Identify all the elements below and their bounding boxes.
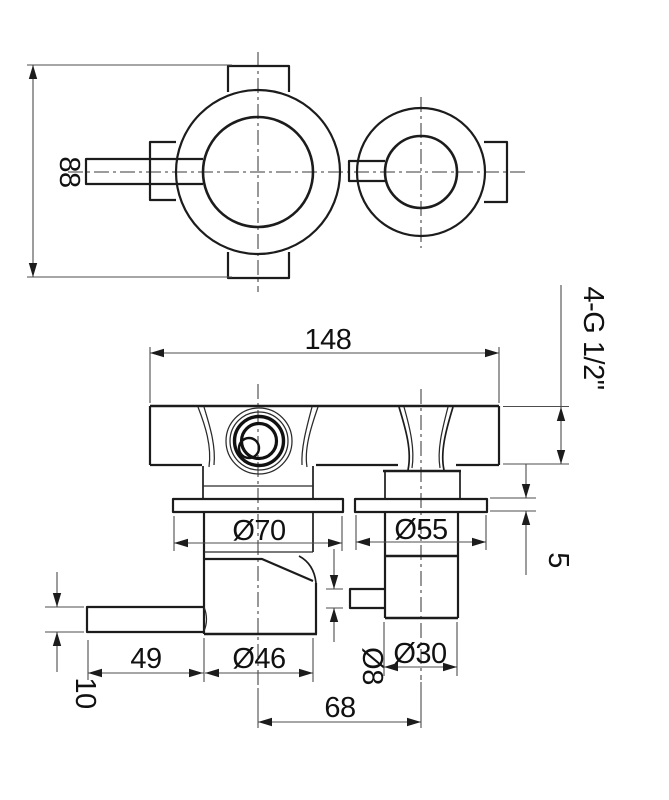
dim-escutcheon-thickness-label: 5 [542,552,574,568]
dim-center-distance: 68 [257,682,422,728]
dim-thread-spec: 4-G 1/2" [503,285,609,465]
pin-front-view [348,587,385,610]
dim-left-knob: Ø46 [205,638,314,682]
left-knob-front [202,512,318,636]
port-detail-circles [225,407,293,475]
dim-pin: Ø8 [326,549,388,685]
port-tab-bottom [226,252,291,280]
right-knob-front [348,512,460,620]
port-tab-left [148,140,176,202]
right-neck [384,471,461,499]
dim-overall-width-label: 148 [305,324,352,356]
dim-lever-thickness: 10 [45,572,101,709]
dim-center-distance-label: 68 [324,692,355,724]
dim-left-knob-label: Ø46 [232,643,285,675]
dim-left-escutcheon-label: Ø70 [232,515,285,547]
left-escutcheon-circle [174,88,342,256]
top-view: 88 [27,52,526,292]
dim-right-knob: Ø30 [383,622,458,676]
dim-lever-length-label: 49 [130,643,161,675]
dim-pin-label: Ø8 [356,647,388,685]
dim-top-depth: 88 [27,64,232,278]
left-neck [202,466,314,499]
dim-right-knob-label: Ø30 [393,638,446,670]
dim-escutcheon-thickness: 5 [490,464,574,575]
dim-right-escutcheon: Ø55 [355,514,487,550]
dim-lever-length: 49 [87,638,205,682]
port-tab-right [484,140,509,204]
dim-right-escutcheon-label: Ø55 [394,514,447,546]
front-view: 148 Ø70 Ø55 4-G 1/2" 5 [45,285,609,728]
dim-thread-spec-label: 4-G 1/2" [577,286,609,389]
right-knob-circle [383,134,459,210]
dim-overall-width: 148 [149,324,500,403]
left-knob-circle [201,115,315,229]
dim-left-escutcheon: Ø70 [173,515,343,551]
dim-lever-thickness-label: 10 [69,677,101,708]
lever-front-view [85,605,204,634]
left-escutcheon-plate [171,497,345,514]
pin-top-view [347,159,385,183]
right-escutcheon-circle [355,106,487,238]
dim-top-depth-label: 88 [53,156,85,187]
body-flare-curves [197,406,454,471]
port-tab-top [226,64,291,92]
lever-top-view [84,157,203,186]
right-escutcheon-plate [353,497,489,514]
body-side-edges [148,406,501,465]
